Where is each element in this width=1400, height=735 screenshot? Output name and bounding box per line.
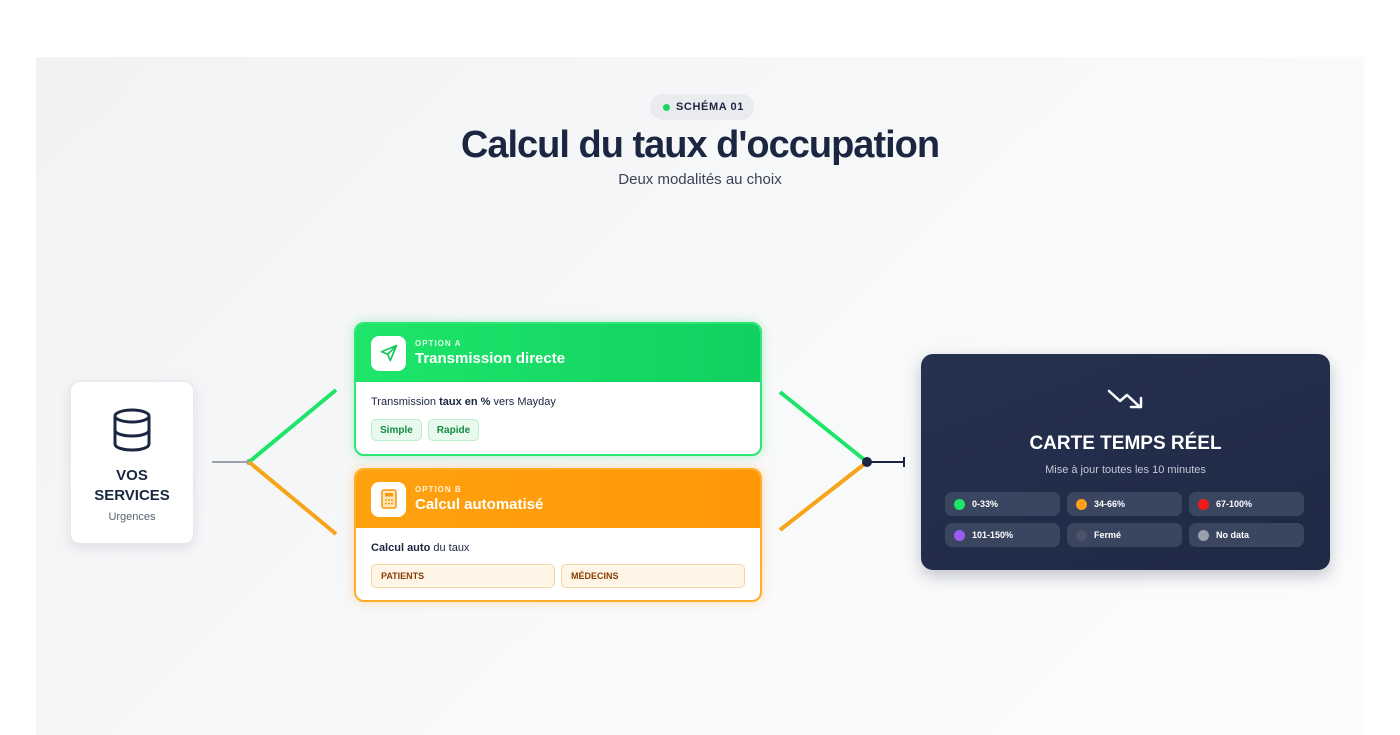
- legend-swatch-ferme: [1076, 529, 1087, 541]
- database-icon: [113, 408, 151, 452]
- legend-swatch-101-150: [954, 529, 965, 541]
- schema-badge: SCHÉMA 01: [650, 94, 754, 120]
- option-b-kicker: OPTION B: [415, 485, 462, 494]
- branch-b-in: [247, 460, 338, 536]
- option-a-card: OPTION A Transmission directe Transmissi…: [354, 322, 762, 456]
- branch-b-out: [778, 460, 869, 532]
- legend-item: 101-150%: [945, 523, 1060, 547]
- option-a-kicker: OPTION A: [415, 339, 462, 348]
- send-icon: [371, 335, 406, 371]
- branch-a-in: [247, 388, 338, 464]
- badge-dot: [663, 103, 670, 111]
- legend-item: 34-66%: [1067, 492, 1182, 516]
- page-title: Calcul du taux d'occupation: [460, 124, 940, 166]
- chip-medecins: MÉDECINS: [561, 564, 745, 588]
- chip-patients: PATIENTS: [371, 564, 555, 588]
- legend-item: No data: [1189, 523, 1304, 547]
- option-b-description: Calcul auto du taux: [371, 542, 470, 554]
- occupancy-legend: 0-33% 34-66% 67-100% 101-150% Fermé No d…: [945, 492, 1307, 547]
- page-subtitle: Deux modalités au choix: [618, 171, 782, 188]
- realtime-map-card: CARTE TEMPS RÉEL Mise à jour toutes les …: [921, 354, 1330, 570]
- legend-item: 67-100%: [1189, 492, 1304, 516]
- option-a-description: Transmission taux en % vers Mayday: [371, 396, 556, 408]
- option-b-header: OPTION B Calcul automatisé: [356, 470, 760, 528]
- legend-swatch-34-66: [1076, 498, 1087, 510]
- branch-a-out: [778, 390, 869, 464]
- legend-item: Fermé: [1067, 523, 1182, 547]
- option-b-title: Calcul automatisé: [415, 496, 544, 513]
- services-card: VOS SERVICES Urgences: [70, 381, 194, 544]
- option-b-card: OPTION B Calcul automatisé Calcul auto d…: [354, 468, 762, 602]
- legend-swatch-67-100: [1198, 498, 1209, 510]
- services-title: VOS SERVICES: [94, 467, 170, 504]
- legend-swatch-0-33: [954, 498, 965, 510]
- map-subtitle: Mise à jour toutes les 10 minutes: [1045, 464, 1206, 476]
- calculator-icon: [371, 481, 406, 517]
- legend-item: 0-33%: [945, 492, 1060, 516]
- target-junction: [862, 457, 872, 467]
- badge-label: SCHÉMA 01: [676, 101, 744, 113]
- trend-down-icon: [1107, 389, 1143, 409]
- option-a-header: OPTION A Transmission directe: [356, 324, 760, 382]
- chip-simple: Simple: [371, 419, 422, 441]
- chip-rapide: Rapide: [427, 419, 480, 441]
- legend-swatch-no-data: [1198, 529, 1209, 541]
- option-a-title: Transmission directe: [415, 350, 566, 367]
- map-title: CARTE TEMPS RÉEL: [1029, 433, 1222, 454]
- services-subtitle: Urgences: [108, 511, 156, 523]
